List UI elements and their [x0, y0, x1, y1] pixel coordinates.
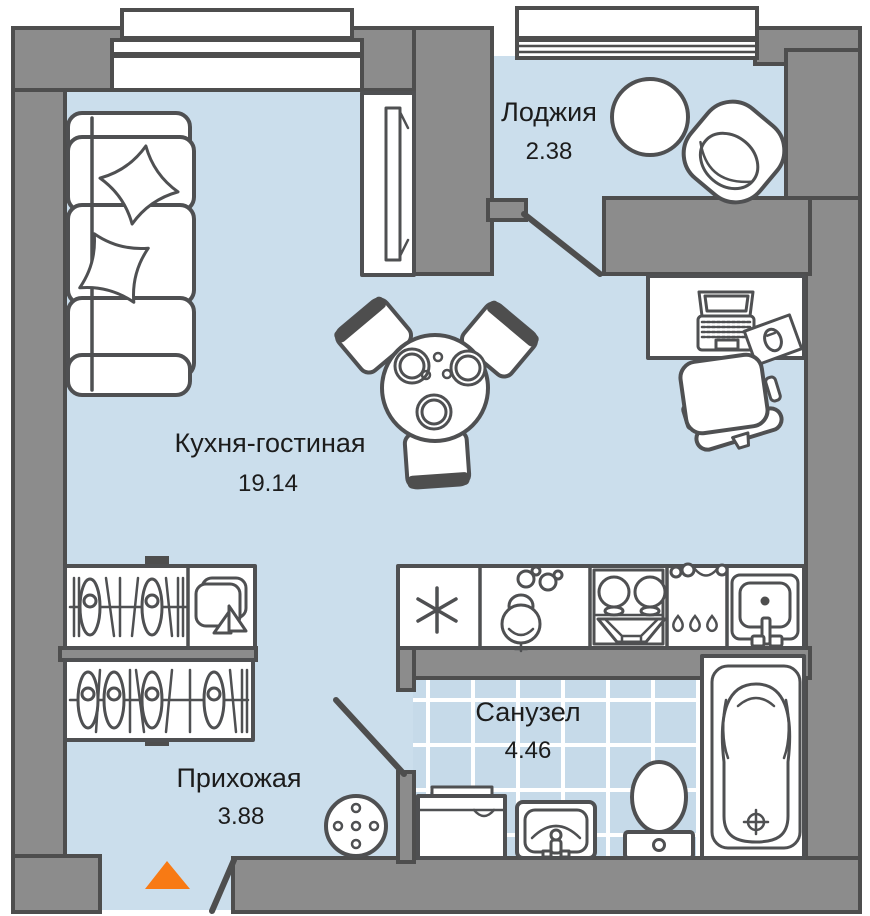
wall-right-upper [784, 48, 862, 212]
dining-set [334, 296, 539, 490]
hood-icon [669, 562, 729, 579]
wall-top-left [11, 26, 125, 92]
laptop-icon [696, 290, 756, 352]
wall-left [11, 26, 67, 914]
tall-cabinet [360, 91, 416, 277]
plate-icon [393, 347, 487, 431]
room-area-hallway: 3.88 [218, 803, 265, 830]
wall-under-loggia [602, 196, 812, 276]
washing-machine-icon [416, 785, 507, 860]
window-top-left [110, 8, 364, 92]
bathroom-door-leaf [333, 697, 407, 777]
sofa [66, 111, 196, 397]
loggia-door-leaf [521, 211, 603, 277]
walls [11, 26, 862, 914]
bathroom-sink-icon [515, 800, 597, 860]
room-label-hallway: Прихожая [176, 763, 301, 793]
kitchen-sink-icon [730, 573, 800, 648]
wall-bottom [231, 856, 862, 914]
bathtub-icon [700, 654, 806, 860]
room-label-kitchen-living: Кухня-гостиная [174, 428, 365, 458]
stove-icon [592, 568, 667, 646]
drain-icon [742, 808, 770, 836]
office-chair [678, 352, 784, 452]
wardrobe-top [63, 564, 257, 650]
papasan-chair-icon [681, 99, 787, 205]
hanger-icon [76, 670, 226, 730]
fridge-icon [416, 586, 458, 634]
window-loggia [515, 6, 759, 60]
wall-bathroom-jamb-top [396, 646, 416, 692]
entrance-door-leaf [209, 857, 237, 914]
dining-chair [402, 428, 472, 490]
wall-right-main [804, 196, 862, 914]
toilet-icon [623, 760, 695, 860]
wall-loggia-door-jamb [486, 198, 528, 222]
shelf-items [194, 576, 248, 635]
kitchen-counter [396, 562, 806, 653]
wardrobe-bottom [63, 658, 255, 742]
room-label-loggia: Лоджия [501, 97, 597, 127]
wall-loggia-left [412, 26, 494, 276]
mousepad-icon [742, 313, 804, 367]
hanger-icon [78, 577, 164, 637]
room-area-kitchen-living: 19.14 [238, 470, 298, 497]
room-area-loggia: 2.38 [526, 138, 573, 165]
wall-bathroom-jamb-bottom [396, 770, 416, 864]
entrance-arrow [145, 861, 190, 889]
room-area-bathroom: 4.46 [505, 737, 552, 764]
pouf [324, 794, 388, 858]
room-label-bathroom: Санузел [475, 697, 580, 727]
wall-left-step [11, 854, 102, 914]
loggia-table [610, 77, 690, 157]
wall-stub-top [145, 556, 169, 565]
kettle-icon [500, 565, 564, 653]
